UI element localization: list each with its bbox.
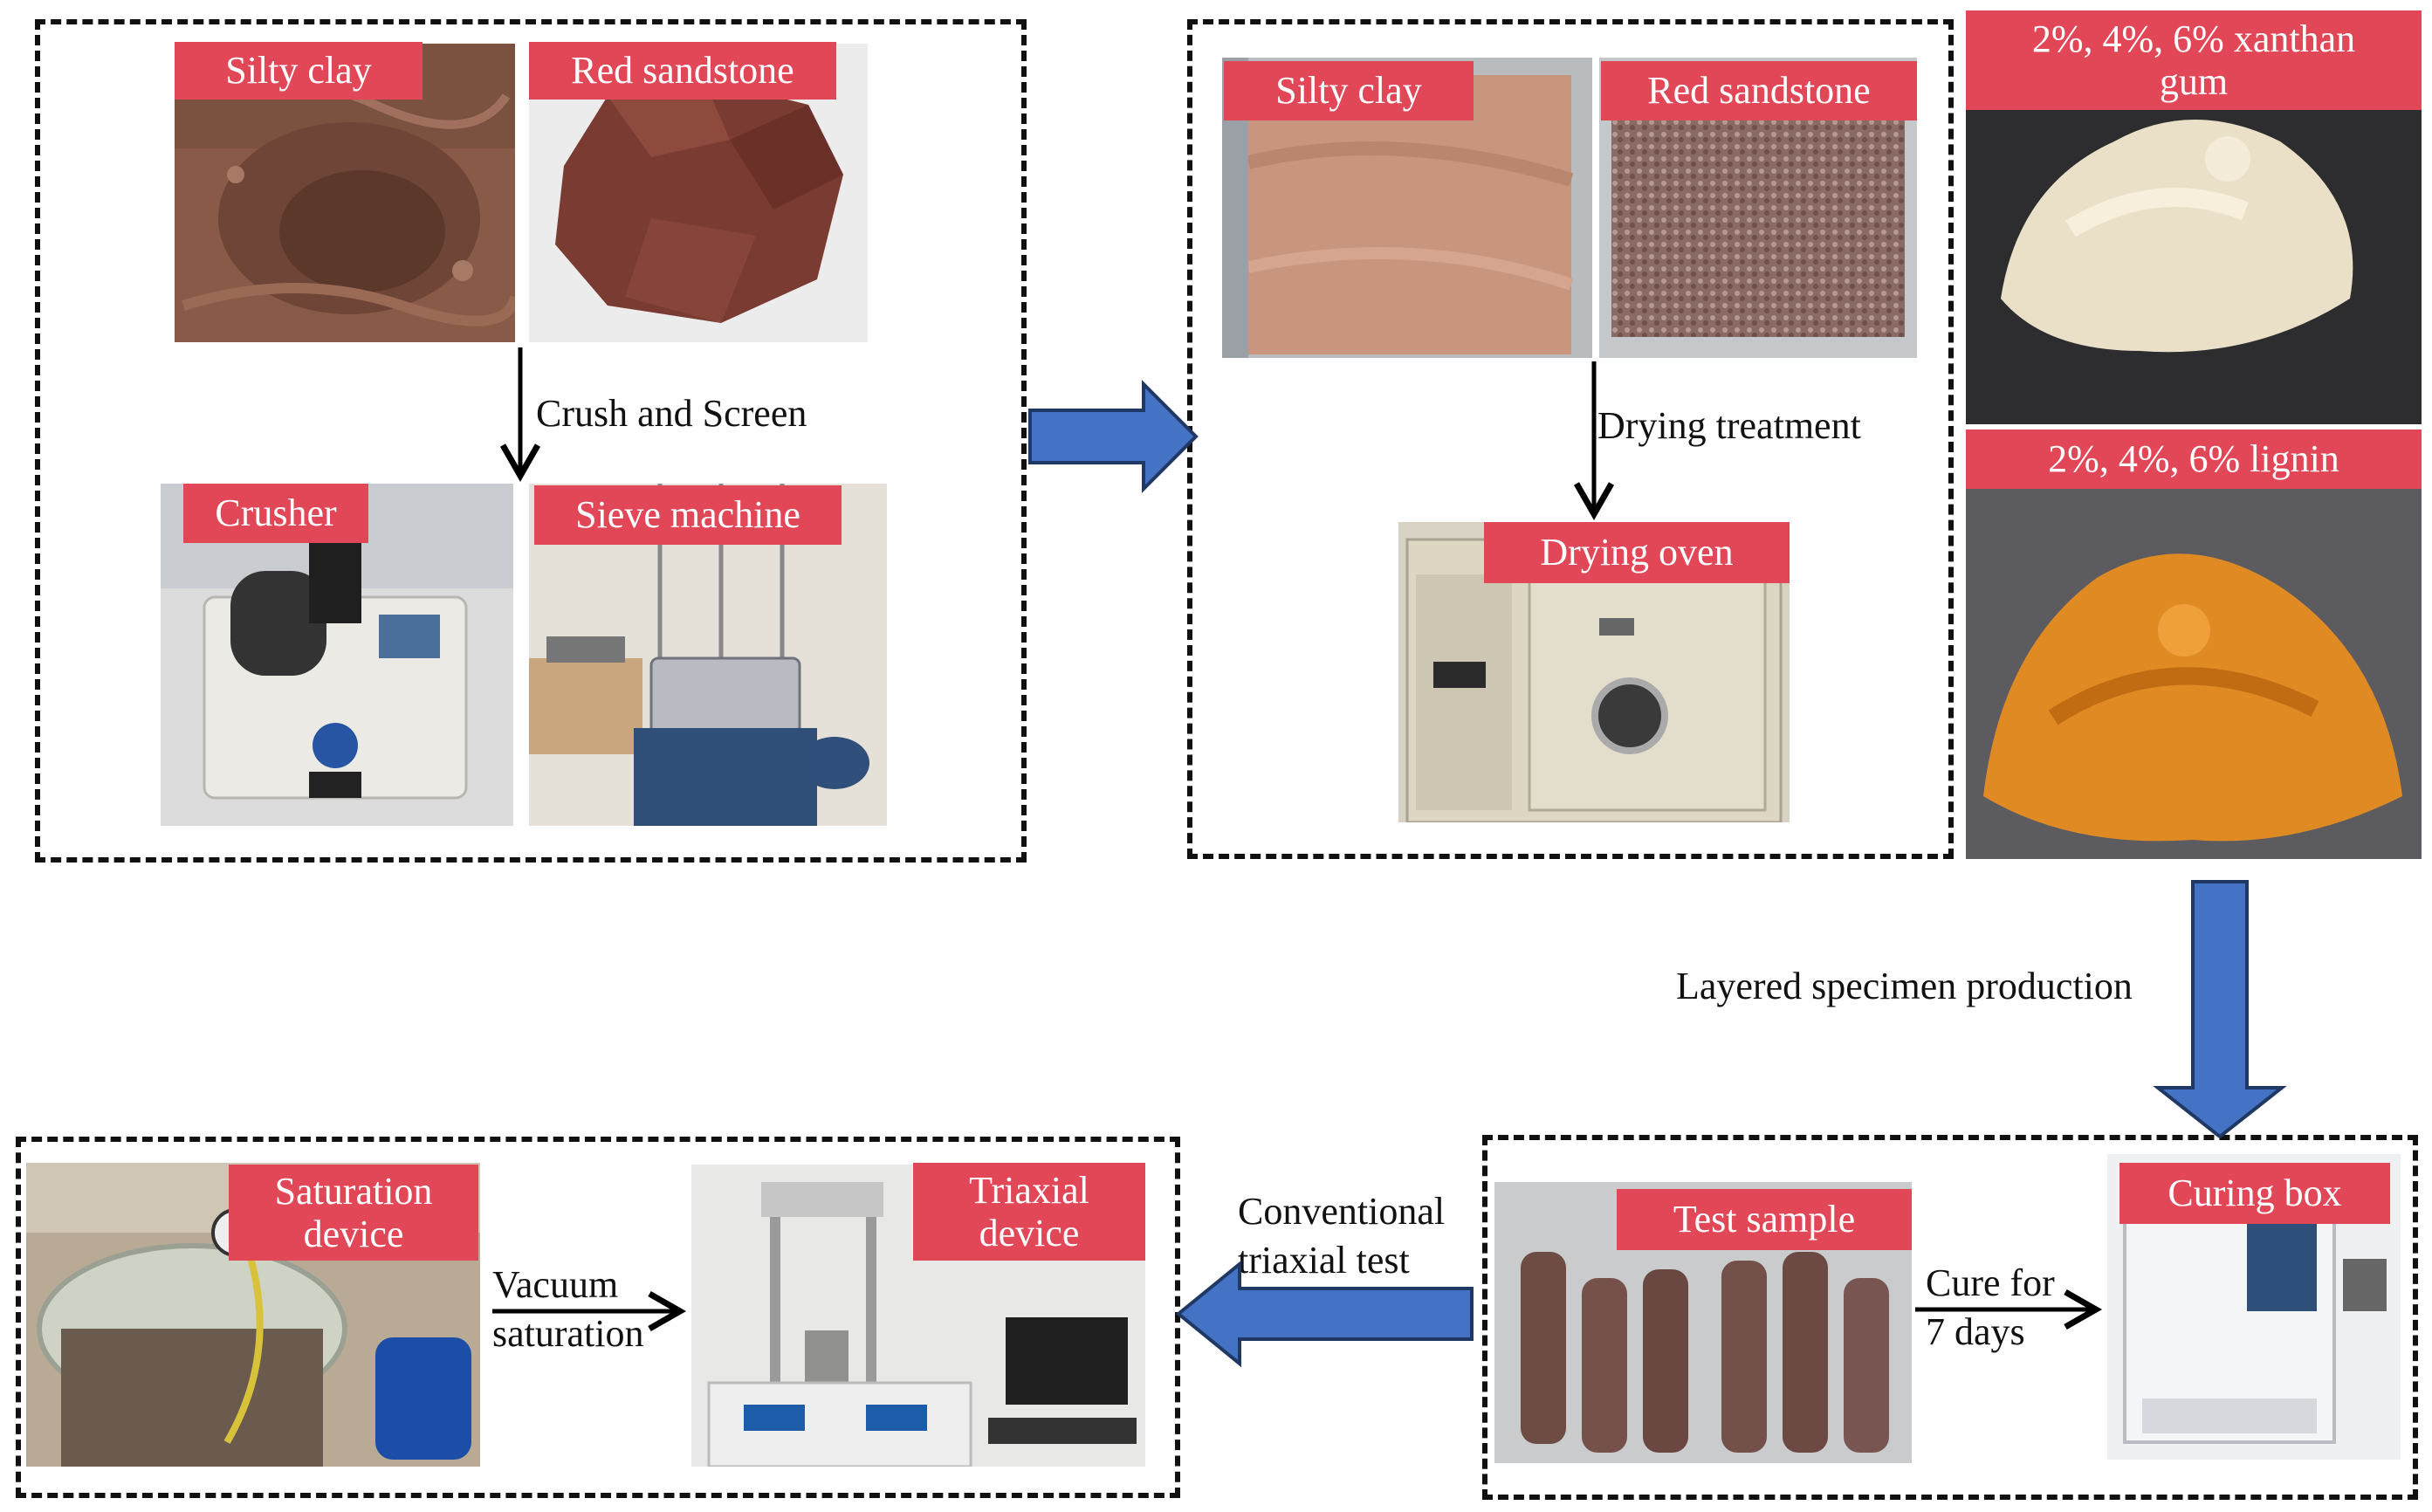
raw-materials-group — [35, 19, 1027, 863]
conventional-triaxial-line1: Conventional — [1238, 1190, 1446, 1233]
cure-for-line2: 7 days — [1926, 1310, 2025, 1354]
vacuum-saturation-caption: Vacuum saturation — [492, 1261, 644, 1359]
drying-oven-label: Drying oven — [1484, 522, 1790, 583]
dried-silty-clay-label: Silty clay — [1224, 61, 1474, 120]
crusher-photo — [161, 484, 513, 826]
test-sample-label: Test sample — [1617, 1189, 1912, 1250]
flow-arrow-down — [2153, 880, 2287, 1139]
dried-red-sandstone-label: Red sandstone — [1601, 61, 1917, 120]
curing-box-label: Curing box — [2119, 1163, 2390, 1224]
saturation-device-label: Saturation device — [229, 1165, 478, 1261]
cure-for-caption: Cure for 7 days — [1926, 1259, 2055, 1357]
xanthan-gum-label-line1: 2%, 4%, 6% xanthan — [2031, 17, 2356, 60]
flow-arrow-right — [1028, 380, 1199, 493]
cure-for-line1: Cure for — [1926, 1261, 2055, 1304]
conventional-triaxial-caption: Conventional triaxial test — [1238, 1187, 1445, 1286]
lignin-label: 2%, 4%, 6% lignin — [1966, 430, 2422, 489]
red-sandstone-label: Red sandstone — [529, 42, 836, 100]
saturation-device-label-line1: Saturation — [274, 1169, 433, 1213]
conventional-triaxial-line2: triaxial test — [1238, 1239, 1410, 1282]
vacuum-saturation-line1: Vacuum — [492, 1263, 619, 1306]
triaxial-device-label-line2: device — [979, 1212, 1080, 1254]
xanthan-gum-label: 2%, 4%, 6% xanthan gum — [1966, 10, 2422, 110]
triaxial-device-photo — [691, 1165, 1145, 1467]
drying-treatment-caption: Drying treatment — [1597, 404, 1861, 447]
lignin-photo — [1966, 430, 2422, 859]
sieve-machine-label: Sieve machine — [534, 485, 842, 545]
layered-specimen-caption: Layered specimen production — [1676, 965, 2133, 1007]
specimen-group — [1482, 1135, 2418, 1500]
crush-and-screen-caption: Crush and Screen — [536, 392, 807, 435]
saturation-device-label-line2: device — [303, 1213, 404, 1255]
vacuum-saturation-line2: saturation — [492, 1312, 644, 1356]
xanthan-gum-label-line2: gum — [2159, 60, 2229, 103]
triaxial-device-label-line1: Triaxial — [969, 1168, 1089, 1212]
crusher-label: Crusher — [183, 484, 368, 543]
triaxial-device-label: Triaxial device — [913, 1163, 1145, 1261]
silty-clay-label: Silty clay — [175, 42, 423, 100]
